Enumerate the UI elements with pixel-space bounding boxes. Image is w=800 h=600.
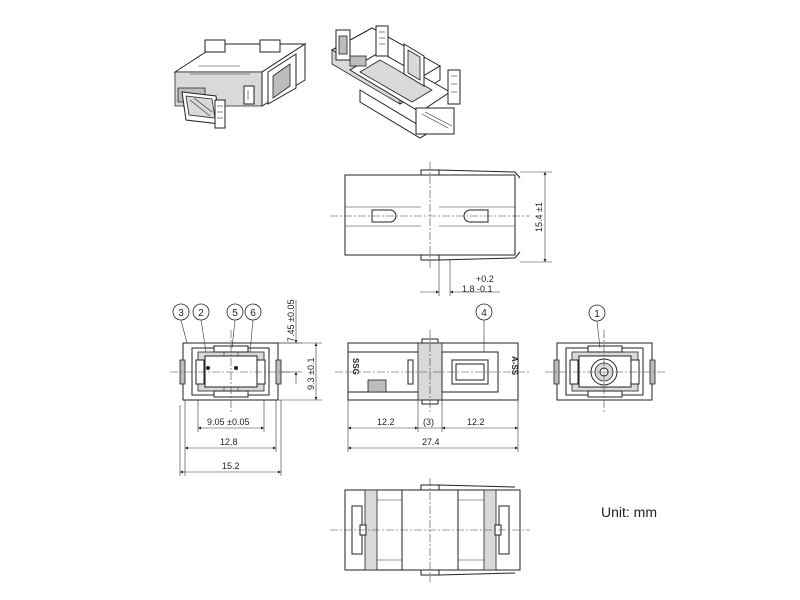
balloon-6: 6 <box>250 308 256 319</box>
left-end-view: 7.45 ±0.05 9.3 ±0.1 9.05 ±0.05 12.8 15.2 <box>170 300 322 476</box>
balloon-callout <box>475 303 493 321</box>
dim-right-12-2: 12.2 <box>467 417 485 427</box>
dim-width-15-4: 15.4 ±1 <box>534 202 544 232</box>
isometric-view-rear <box>330 25 461 139</box>
balloon-5: 5 <box>232 308 238 319</box>
dim-latch-tol-plus: +0.2 <box>476 274 494 284</box>
balloon-2: 2 <box>198 308 204 319</box>
top-view: 15.4 ±1 +0.2 1.8 -0.1 <box>330 162 552 296</box>
dim-width-15-2: 15.2 <box>222 461 240 471</box>
isometric-view-front <box>173 39 307 129</box>
unit-label: Unit: mm <box>601 504 657 520</box>
balloon-callout <box>172 303 190 321</box>
dim-left-12-2: 12.2 <box>377 417 395 427</box>
balloon-callout <box>244 303 262 321</box>
dim-mid-3: (3) <box>423 417 434 427</box>
balloon-callout <box>226 303 244 321</box>
balloon-callout <box>588 304 606 322</box>
dim-latch-value: 1.8 -0.1 <box>462 284 493 294</box>
dim-inner-9-05: 9.05 ±0.05 <box>207 417 249 427</box>
balloon-callouts: 3 2 5 6 4 1 <box>172 303 606 353</box>
bottom-view <box>330 478 530 582</box>
balloon-4: 4 <box>481 308 487 319</box>
dim-width-12-8: 12.8 <box>220 437 238 447</box>
body-marking-right: A-SS <box>510 356 519 376</box>
side-view: SSG A-SS 12.2 (3) 12.2 27.4 <box>335 330 530 452</box>
dim-height-7-45: 7.45 ±0.05 <box>286 300 296 342</box>
balloon-1: 1 <box>594 309 600 320</box>
right-end-view <box>545 330 665 412</box>
dim-length-27-4: 27.4 <box>422 437 440 447</box>
body-marking-left: SSG <box>351 358 360 375</box>
balloon-callout <box>192 303 210 321</box>
dim-height-9-3: 9.3 ±0.1 <box>306 358 316 390</box>
balloon-3: 3 <box>178 308 184 319</box>
